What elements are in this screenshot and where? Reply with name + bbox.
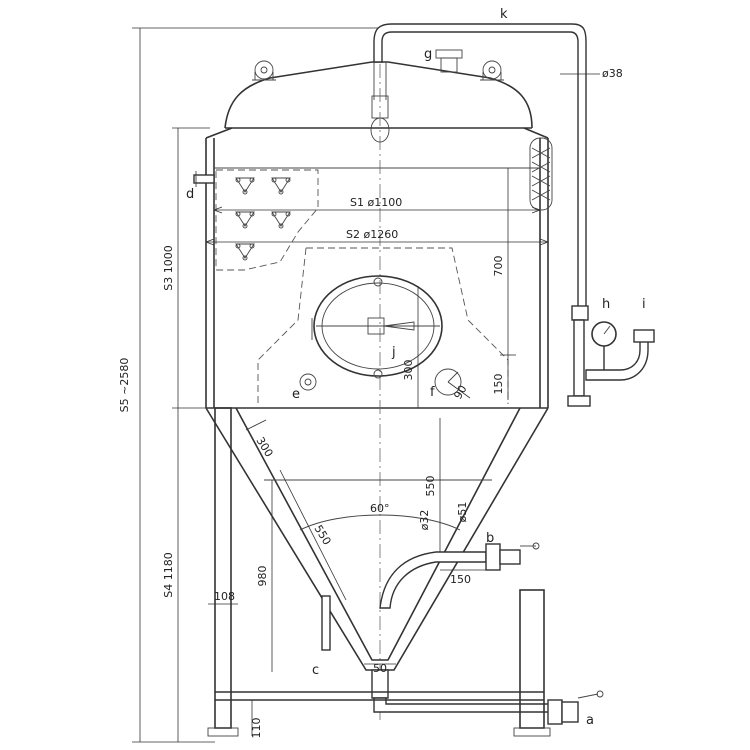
tank-cone: 60° 300 550 980 550 ø32 ø51 [205, 407, 549, 672]
d700-label: 700 [492, 256, 505, 277]
d50-label: 50 [373, 662, 387, 675]
d550-cone-label: 550 [311, 523, 333, 548]
port-f: 90 [434, 368, 471, 402]
d32-label: ø32 [418, 510, 431, 531]
label-g: g [424, 47, 432, 62]
d38-label: ø38 [602, 67, 623, 80]
racking-arm-b: 150 [379, 542, 540, 609]
d51-label: ø51 [456, 502, 469, 523]
label-k: k [500, 7, 508, 22]
d90-label: 90 [451, 383, 469, 402]
dimension-s5: S5 ~2580 [118, 27, 380, 743]
label-f: f [430, 385, 435, 400]
d110-label: 110 [250, 718, 263, 739]
label-b: b [486, 531, 494, 546]
dimension-s3: S3 1000 [162, 127, 210, 408]
d300-manhole-label: 300 [402, 360, 415, 381]
tank-body [205, 40, 549, 720]
label-h: h [602, 297, 610, 312]
gauge-h-valve-i [585, 321, 655, 381]
cip-pipe-k: ø38 [373, 23, 623, 407]
s2-label: S2 ø1260 [346, 228, 398, 241]
label-a: a [586, 713, 594, 728]
s5-label: S5 ~2580 [118, 358, 131, 413]
port-e [299, 373, 317, 391]
d108-label: 108 [214, 590, 235, 603]
dimension-s2: S2 ø1260 [205, 228, 549, 246]
s1-label: S1 ø1100 [350, 196, 402, 209]
label-e: e [292, 387, 300, 402]
angle-label: 60° [370, 502, 390, 515]
dimension-s4: S4 1180 [162, 407, 210, 742]
d550-vert-label: 550 [424, 476, 437, 497]
d150-label: 150 [492, 374, 505, 395]
d980-label: 980 [256, 566, 269, 587]
s3-label: S3 1000 [162, 245, 175, 290]
bottom-outlet-a: 50 [364, 662, 604, 725]
port-d [193, 171, 215, 187]
jacket-zone: 700 150 [257, 168, 516, 404]
label-c: c [312, 663, 319, 678]
s4-label: S4 1180 [162, 552, 175, 597]
cooling-jacket-coil [529, 137, 553, 211]
tank-dome [224, 49, 533, 143]
support-legs: 108 110 [207, 407, 551, 739]
label-j: j [391, 345, 396, 360]
manhole-j: 300 [311, 275, 443, 408]
port-c [321, 595, 331, 651]
label-i: i [642, 297, 646, 312]
dimension-s1: S1 ø1100 [213, 196, 541, 214]
d150-outlet-label: 150 [450, 573, 471, 586]
valve-symbol-cluster [215, 169, 319, 271]
label-d: d [186, 187, 194, 202]
